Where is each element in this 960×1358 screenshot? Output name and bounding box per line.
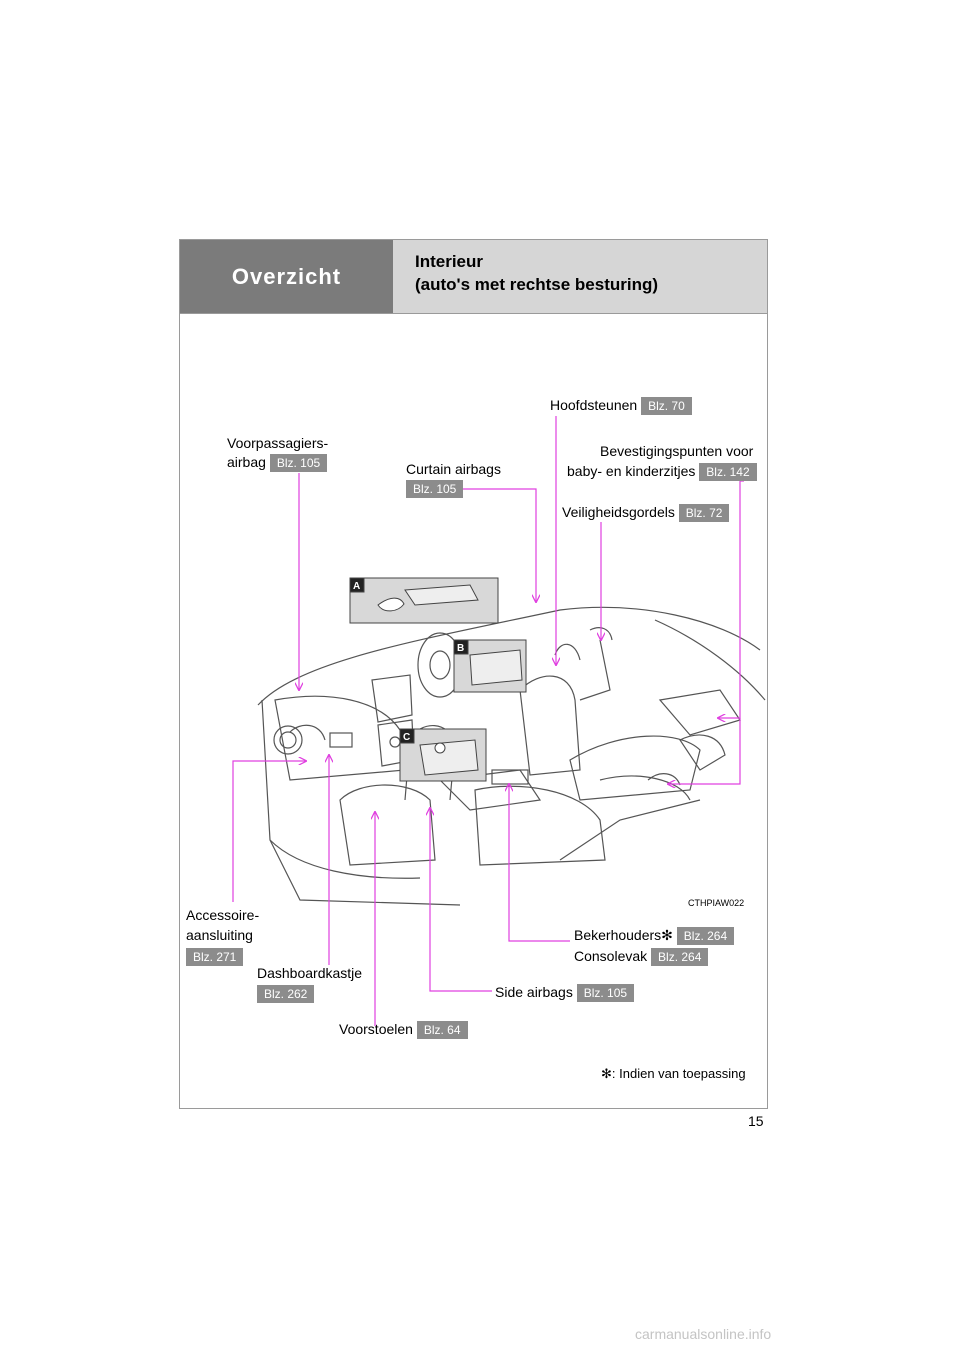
callout-side: Side airbags Blz. 105 [495, 982, 635, 1003]
accessoire-label-line2: aansluiting [186, 927, 253, 943]
callout-voorpassagiers: airbag Blz. 105 [227, 452, 328, 473]
image-code: CTHPIAW022 [688, 898, 745, 908]
gordels-label: Veiligheidsgordels [562, 504, 675, 520]
curtain-ref[interactable]: Blz. 105 [406, 480, 464, 498]
footnote-text: : Indien van toepassing [611, 1066, 746, 1081]
callout-gordels: Veiligheidsgordels Blz. 72 [562, 502, 730, 523]
callout-bevestiging: baby- en kinderzitjes Blz. 142 [567, 461, 757, 482]
hoofdsteunen-ref[interactable]: Blz. 70 [641, 397, 692, 416]
inset-badge-b: B [457, 643, 464, 654]
bevestiging-ref[interactable]: Blz. 142 [699, 463, 757, 482]
leader-bevestiging-2 [668, 718, 741, 784]
leader-side [430, 808, 492, 992]
inset-badge-a: A [353, 581, 360, 592]
section-tab: Overzicht [180, 240, 393, 313]
page-number: 15 [748, 1113, 764, 1129]
inset-c [399, 728, 487, 782]
leader-curtain [460, 488, 536, 602]
callout-beker: Bekerhouders✻ Blz. 264 [574, 925, 735, 946]
voorpassagiers-label-line2: airbag [227, 454, 266, 470]
callout-console: Consolevak Blz. 264 [574, 946, 709, 967]
dashboard-ref[interactable]: Blz. 262 [257, 985, 315, 1003]
callout-voorstoelen: Voorstoelen Blz. 64 [339, 1019, 468, 1040]
inset-badge-c: C [403, 732, 410, 743]
section-title: Overzicht [231, 263, 342, 289]
voorstoelen-label: Voorstoelen [339, 1021, 413, 1037]
beker-label: Bekerhouders [574, 927, 662, 943]
header-divider [180, 313, 767, 314]
side-label: Side airbags [495, 984, 573, 1000]
dashboard-label: Dashboardkastje [257, 965, 363, 981]
bevestiging-label-line2: baby- en kinderzitjes [567, 463, 696, 479]
voorpassagiers-ref[interactable]: Blz. 105 [269, 454, 328, 473]
beker-ref[interactable]: Blz. 264 [676, 927, 735, 946]
footnote: ✻: Indien van toepassing [601, 1066, 746, 1082]
callout-hoofdsteunen: Hoofdsteunen Blz. 70 [550, 395, 692, 416]
bevestiging-label-line1: Bevestigingspunten voor [600, 443, 754, 459]
watermark: carmanualsonline.info [635, 1326, 772, 1342]
leader-accessoire [232, 761, 306, 902]
page-frame [179, 239, 768, 1109]
console-label: Consolevak [574, 948, 648, 964]
page-title-line1: Interieur [415, 252, 484, 271]
leader-beker [509, 784, 570, 942]
console-ref[interactable]: Blz. 264 [651, 948, 709, 967]
beker-asterisk: ✻ [661, 927, 673, 943]
page-heading: Interieur (auto's met rechtse besturing) [393, 240, 767, 313]
side-ref[interactable]: Blz. 105 [576, 984, 635, 1003]
voorstoelen-ref[interactable]: Blz. 64 [416, 1021, 468, 1040]
inset-b [453, 639, 527, 693]
footnote-asterisk: ✻ [601, 1066, 612, 1081]
accessoire-ref[interactable]: Blz. 271 [186, 948, 244, 966]
accessoire-label-line1: Accessoire- [186, 907, 260, 923]
voorpassagiers-label-line1: Voorpassagiers- [227, 435, 329, 451]
curtain-label: Curtain airbags [406, 461, 501, 477]
page-title-line2: (auto's met rechtse besturing) [415, 275, 659, 294]
hoofdsteunen-label: Hoofdsteunen [550, 397, 638, 413]
gordels-ref[interactable]: Blz. 72 [678, 504, 730, 523]
inset-a [349, 577, 499, 624]
